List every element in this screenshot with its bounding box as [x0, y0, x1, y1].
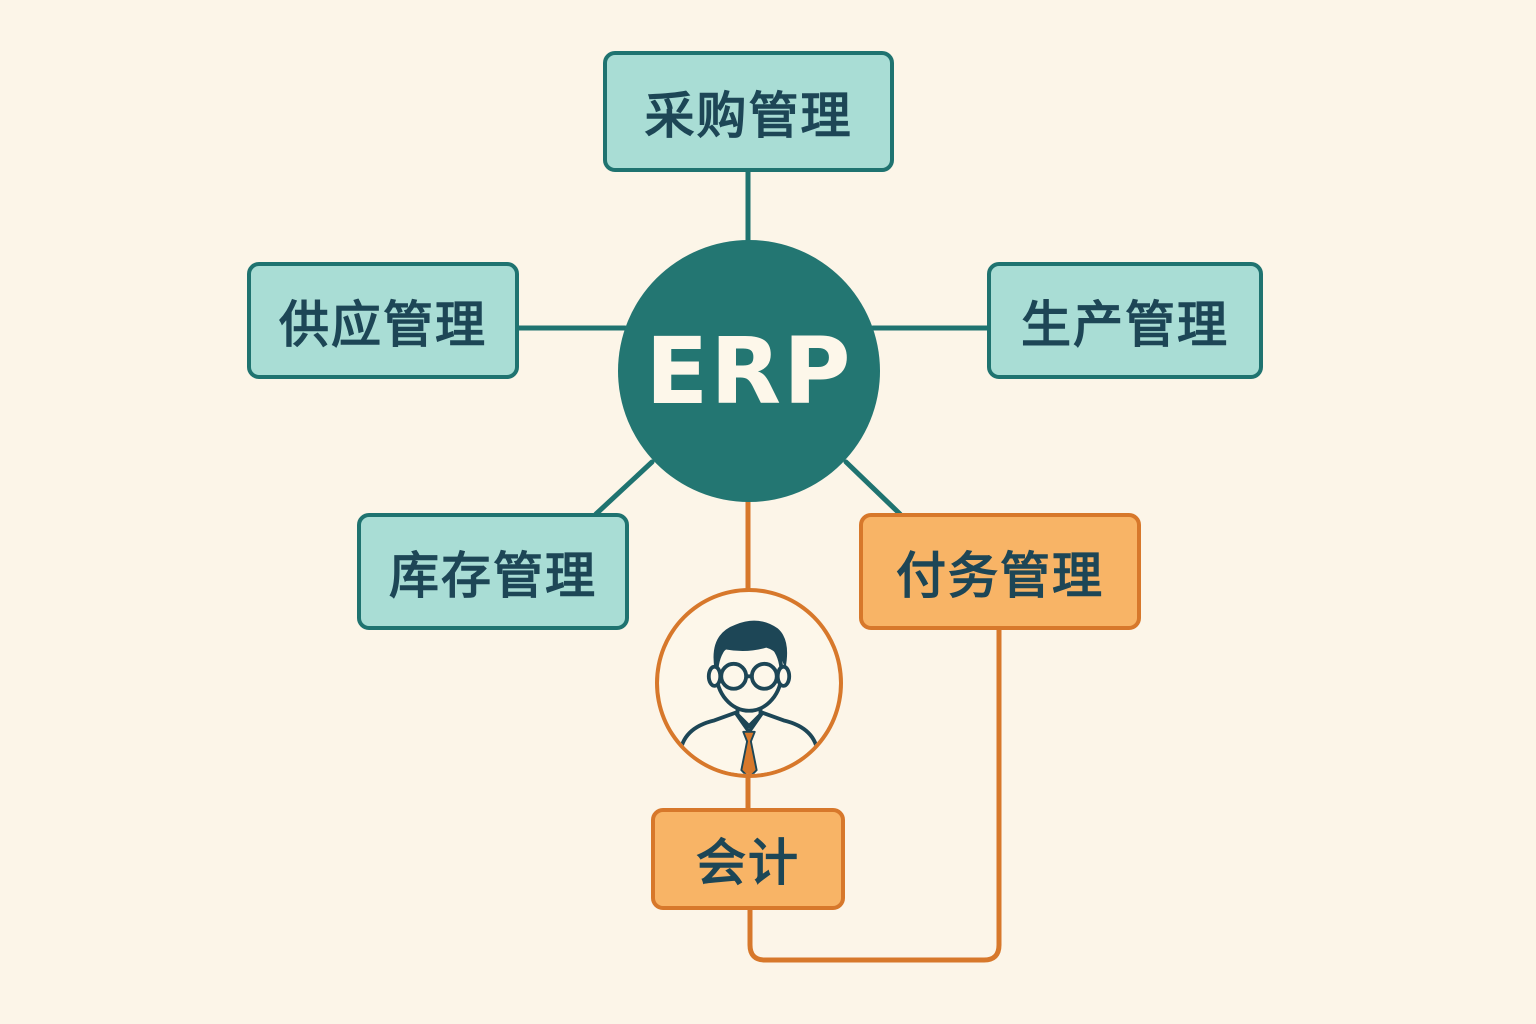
- module-inventory: 库存管理: [357, 513, 629, 630]
- module-production-label: 生产管理: [1021, 295, 1229, 354]
- accountant-avatar-icon: [678, 620, 820, 774]
- connector-hub-finance: [843, 459, 903, 517]
- role-accountant-label: 会计: [696, 834, 800, 892]
- module-purchasing-label: 采购管理: [644, 86, 853, 145]
- avatar-hair: [713, 620, 788, 669]
- erp-hub: ERP: [618, 240, 880, 502]
- accountant-avatar: [655, 588, 843, 778]
- avatar-ear-right: [775, 664, 792, 688]
- module-finance: 付务管理: [859, 513, 1141, 630]
- module-inventory-label: 库存管理: [389, 546, 597, 605]
- erp-hub-label: ERP: [645, 317, 853, 425]
- module-supply: 供应管理: [247, 262, 519, 379]
- module-production: 生产管理: [987, 262, 1263, 379]
- avatar-ear-left: [706, 664, 723, 688]
- module-supply-label: 供应管理: [279, 295, 487, 354]
- module-finance-label: 付务管理: [896, 546, 1104, 605]
- connector-hub-inventory: [593, 459, 655, 517]
- connector-role-finance: [747, 625, 1002, 963]
- module-purchasing: 采购管理: [603, 51, 894, 172]
- role-accountant: 会计: [651, 808, 845, 910]
